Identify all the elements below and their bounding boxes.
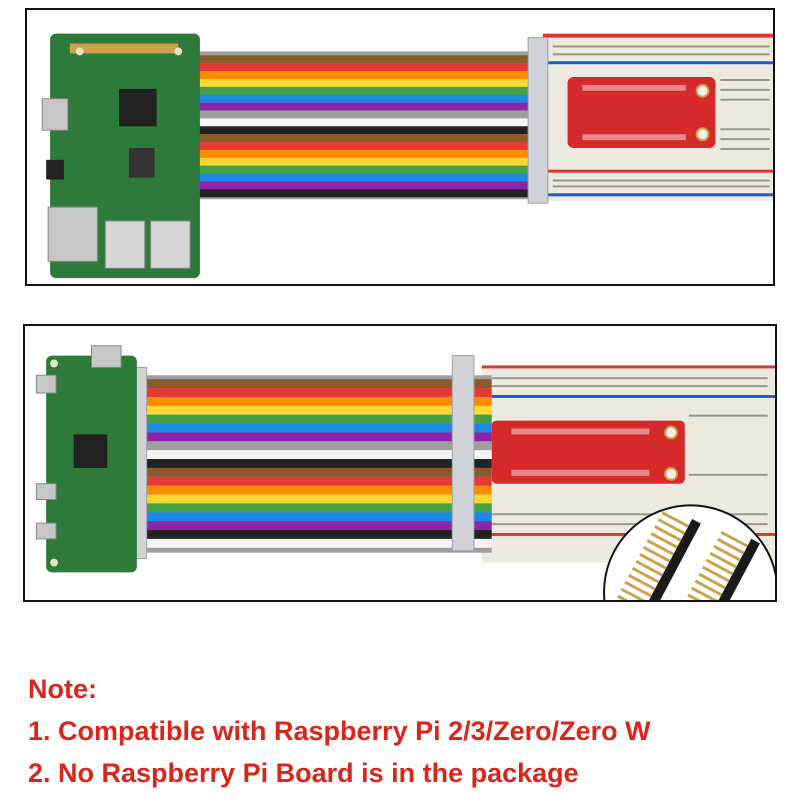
idc-connector-right [527, 37, 549, 204]
note-line-compatibility: 1. Compatible with Raspberry Pi 2/3/Zero… [28, 716, 651, 746]
rainbow-ribbon-cable [136, 375, 492, 553]
note-line-package-contents: 2. No Raspberry Pi Board is in the packa… [28, 758, 579, 788]
gpio-breakout-adapter [567, 77, 716, 148]
usb-port [150, 220, 191, 269]
raspberry-pi-3-board [41, 33, 200, 279]
raspberry-pi-zero-board [35, 345, 137, 573]
gpio-breakout-adapter [491, 420, 685, 484]
note-heading: Note: [28, 674, 97, 704]
hdmi-port [41, 98, 69, 131]
pin-header-inset [603, 504, 775, 600]
idc-connector-right [451, 355, 475, 552]
usb-port [104, 220, 146, 269]
bottom-product-photo [23, 324, 777, 602]
ethernet-port [47, 206, 98, 262]
rainbow-ribbon-cable [188, 51, 543, 200]
note-block: Note: 1. Compatible with Raspberry Pi 2/… [28, 672, 788, 794]
top-product-photo [25, 8, 775, 286]
